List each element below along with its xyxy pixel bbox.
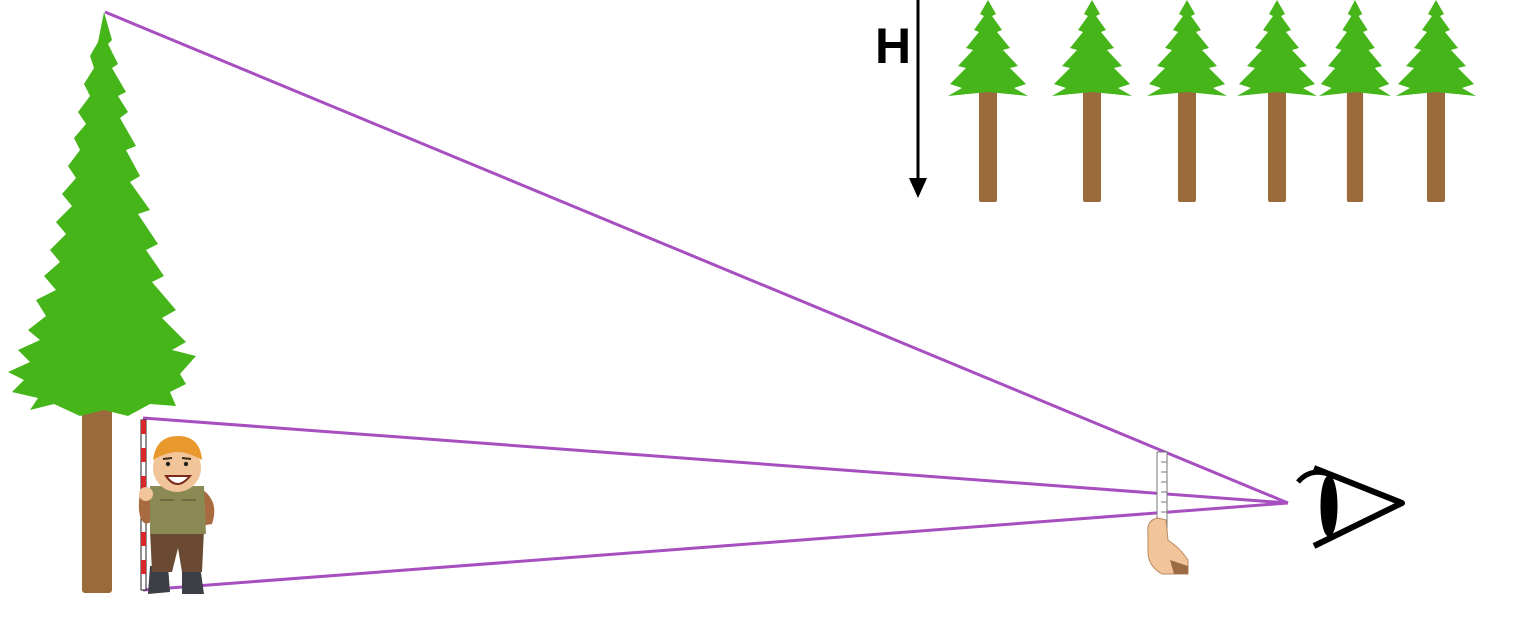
forest-tree xyxy=(948,0,1028,202)
tall-tree-foliage xyxy=(8,12,196,416)
sight-line-to-treetop xyxy=(104,10,1289,505)
height-arrow: H xyxy=(875,0,927,198)
height-label: H xyxy=(875,18,911,74)
forest-tree xyxy=(1237,0,1317,202)
eye-icon xyxy=(1296,465,1405,549)
down-arrow-icon xyxy=(909,178,927,198)
tall-tree-trunk xyxy=(82,405,112,593)
sight-lines xyxy=(104,10,1289,592)
forest-tree xyxy=(1319,0,1391,202)
forest-tree xyxy=(1147,0,1227,202)
tall-tree xyxy=(8,12,196,593)
forestry-worker-icon xyxy=(138,436,215,594)
forest-trees xyxy=(948,0,1476,202)
sight-line-to-pole-top xyxy=(142,416,1289,505)
hand-holding-ruler-icon xyxy=(1147,451,1189,575)
forest-tree xyxy=(1396,0,1476,202)
forest-tree xyxy=(1052,0,1132,202)
sight-line-to-pole-base xyxy=(142,501,1289,592)
